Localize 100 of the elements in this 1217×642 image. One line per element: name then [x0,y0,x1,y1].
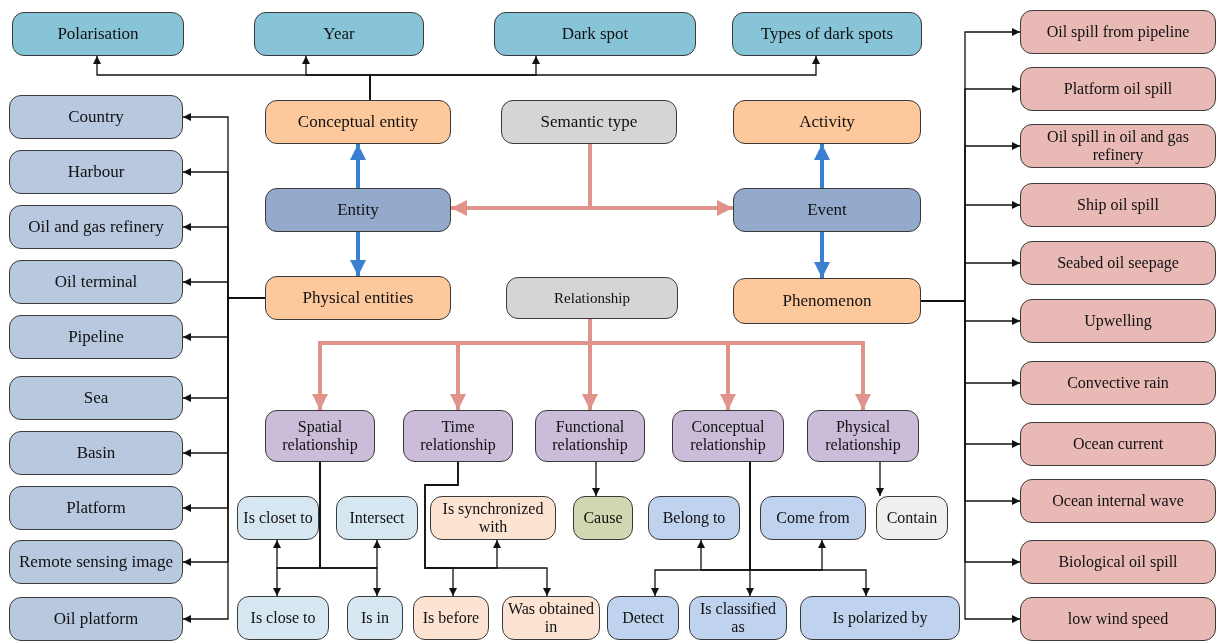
node-label: Ocean internal wave [1052,492,1184,510]
concept-box [265,410,375,462]
concept-box [672,410,784,462]
concept-box [12,12,184,56]
node-label: Dark spot [561,24,629,44]
concept-box [9,431,183,475]
arrow [319,461,381,597]
arrow [369,55,820,101]
concept-box [265,100,451,144]
node-label: Phenomenon [782,291,872,311]
node-label: Is polarized by [832,609,928,627]
arrow [588,144,733,216]
concept-box [9,486,183,530]
node-label: Oil and gas refinery [28,217,164,237]
concept-box [347,596,403,640]
node-label: Is in [361,609,389,627]
concept-box [430,496,556,540]
concept-box [689,596,787,640]
node-label: Ship oil spill [1077,196,1159,214]
node-label: Is synchronized with [441,500,545,536]
node-label: Sea [83,388,109,408]
concept-box [1020,299,1216,343]
concept-box [648,496,740,540]
concept-box [876,496,948,540]
concept-box [732,12,922,56]
concept-box [1020,597,1216,641]
concept-box [1020,361,1216,405]
node-label: Country [68,107,124,127]
arrow [814,144,830,188]
concept-box [760,496,866,540]
concept-box [501,100,677,144]
concept-box [733,100,921,144]
concept-box [9,205,183,249]
node-label: Convective rain [1067,374,1169,392]
concept-box [9,150,183,194]
node-label: Remote sensing image [19,552,173,572]
node-label: Event [807,200,847,220]
concept-box [413,596,489,640]
node-label: Relationship [554,289,630,307]
node-label: Conceptual relationship [689,418,767,454]
node-label: Activity [799,112,855,132]
concept-box [1020,67,1216,111]
node-label: Types of dark spots [760,24,894,44]
node-label: Harbour [67,162,125,182]
concept-box [807,410,919,462]
node-label: Contain [886,509,938,527]
concept-box [9,260,183,304]
node-label: Cause [583,509,623,527]
node-label: Pipeline [68,327,124,347]
concept-box [607,596,679,640]
node-label: Come from [776,509,850,527]
concept-box [1020,241,1216,285]
node-label: Is before [422,609,480,627]
concept-box [1020,124,1216,168]
node-label: Conceptual entity [297,112,419,132]
arrow [814,232,830,278]
arrow [588,319,871,410]
concept-box [1020,10,1216,54]
concept-box [733,188,921,232]
node-label: Spatial relationship [281,418,359,454]
node-label: Ocean current [1072,435,1164,453]
arrow [876,461,884,497]
concept-box [265,276,451,320]
node-label: Platform oil spill [1063,80,1173,98]
concept-box [9,95,183,139]
node-label: Oil platform [53,609,139,629]
node-label: Upwelling [1084,312,1152,330]
node-label: Functional relationship [551,418,629,454]
node-label: Oil terminal [54,272,138,292]
node-label: Seabed oil seepage [1057,254,1179,272]
arrow [350,144,366,188]
node-label: Is classified as [699,600,777,636]
concept-box [237,596,329,640]
arrow [424,461,551,597]
node-label: Oil spill from pipeline [1046,23,1190,41]
concept-box [265,188,451,232]
node-label: Biological oil spill [1058,553,1178,571]
node-label: Entity [337,200,379,220]
arrow [350,232,366,276]
concept-box [9,315,183,359]
node-label: Detect [622,609,664,627]
node-label: Basin [76,443,116,463]
node-label: Belong to [662,509,726,527]
node-label: Intersect [349,509,405,527]
concept-box [733,278,921,324]
concept-box [1020,422,1216,466]
concept-box [506,277,678,319]
concept-box [237,496,319,540]
node-label: Time relationship [419,418,497,454]
concept-box [336,496,418,540]
concept-box [573,496,633,540]
concept-box [9,540,183,584]
node-label: Is closet to [243,509,313,527]
concept-box [1020,183,1216,227]
concept-box [800,596,960,640]
node-label: low wind speed [1067,610,1169,628]
node-label: Platform [66,498,126,518]
concept-box [1020,540,1216,584]
node-label: Semantic type [540,112,638,132]
node-label: Is close to [250,609,316,627]
